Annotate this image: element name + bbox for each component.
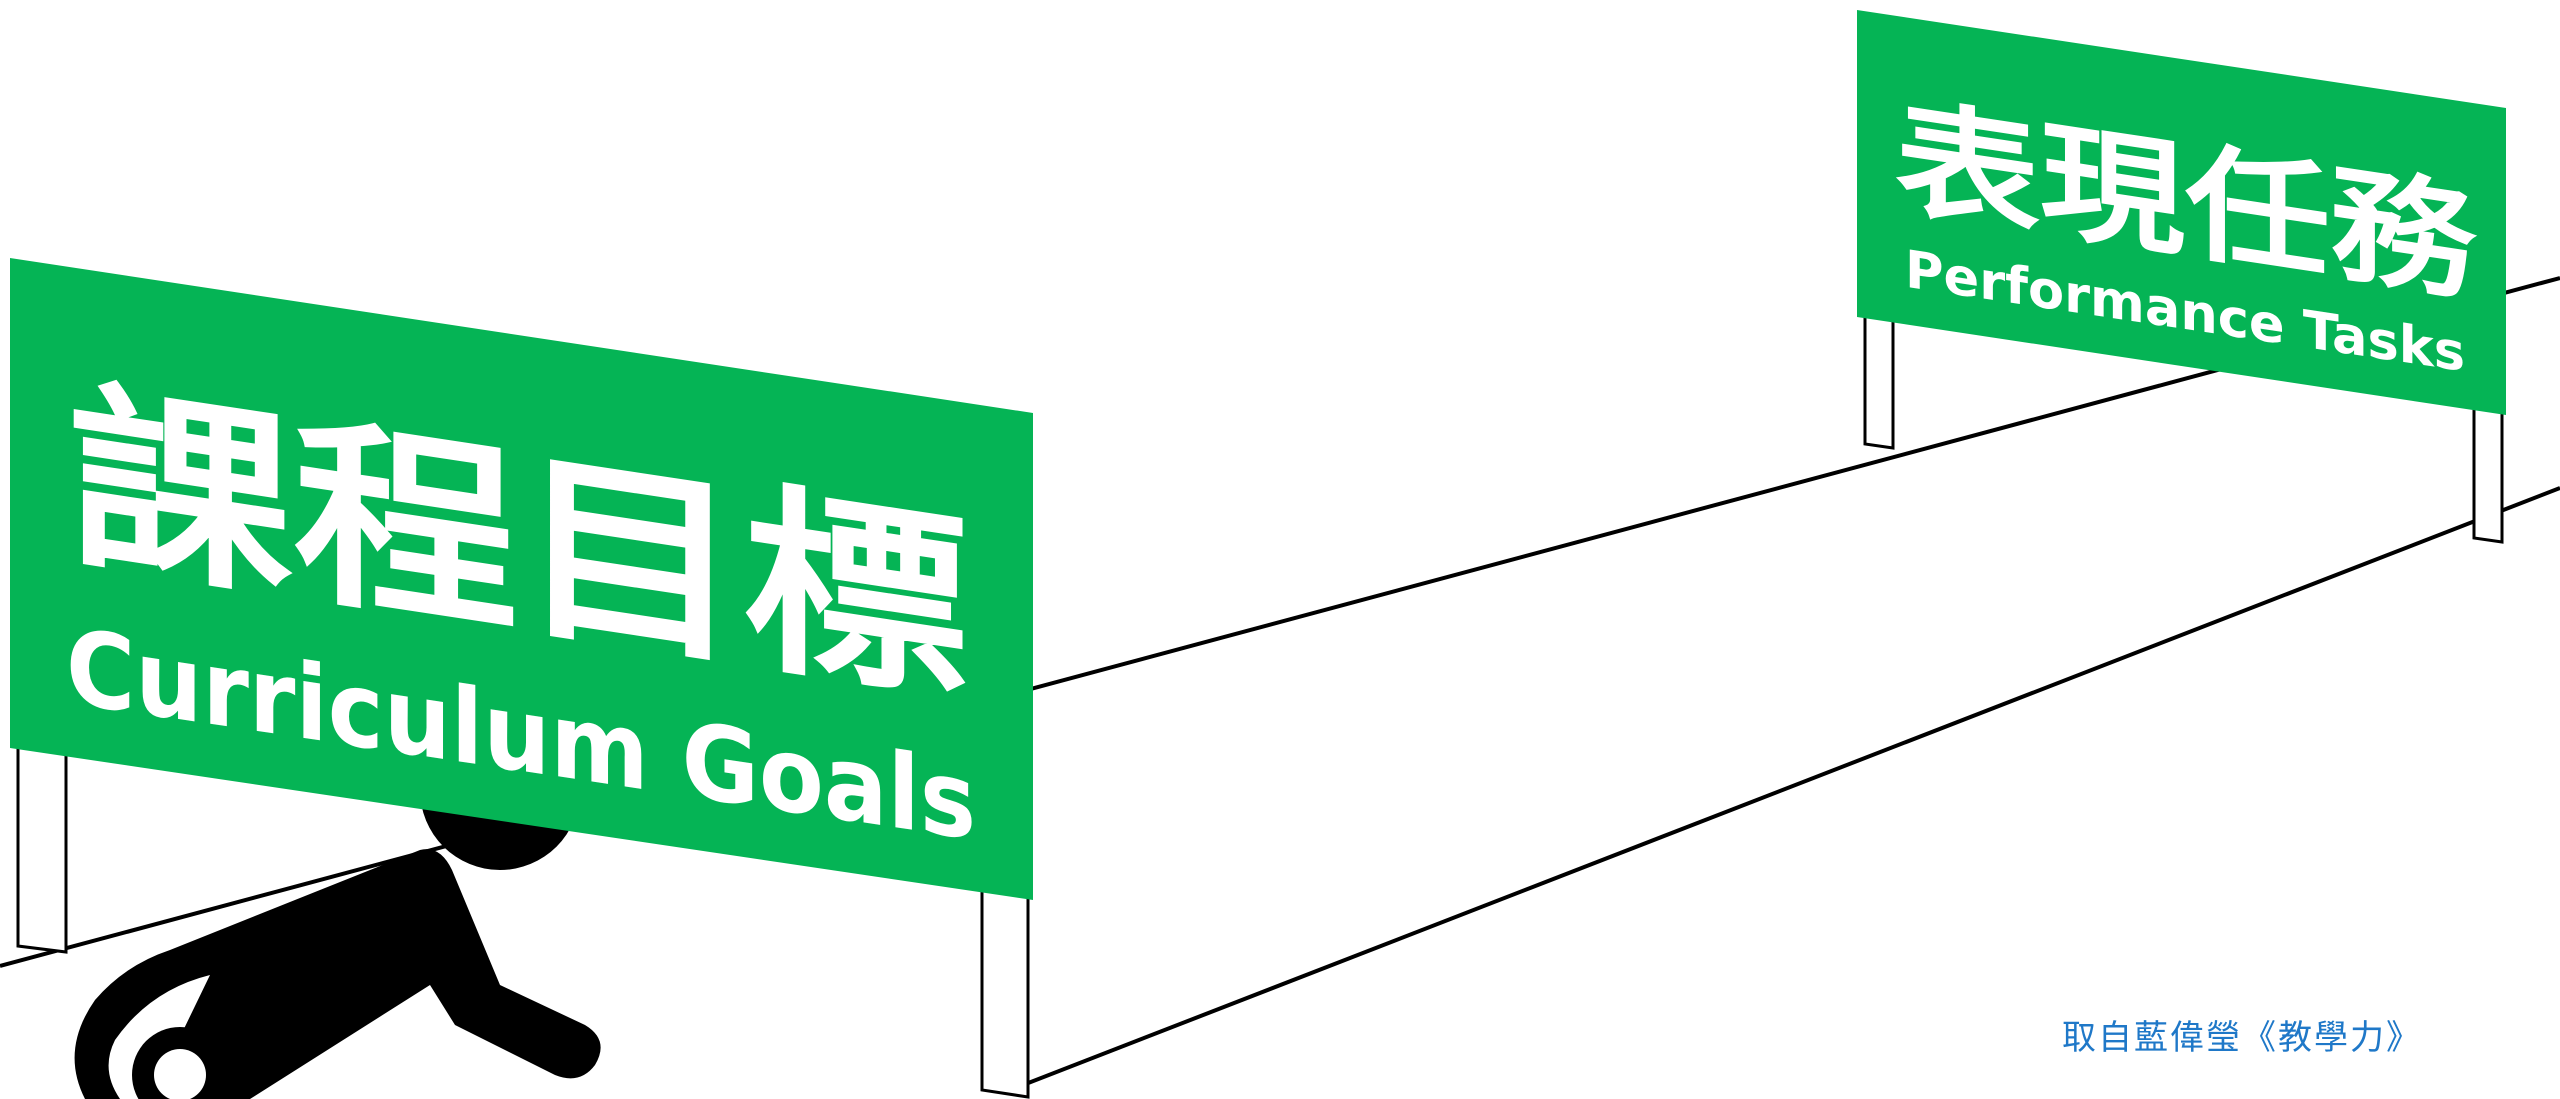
track-line-lower [1005,488,2560,1092]
credit-caption: 取自藍偉瑩《教學力》 [2062,1010,2422,1059]
performance-post-right [2474,400,2502,542]
curriculum-post-right [982,890,1028,1097]
person-knee-hollow [154,1049,206,1099]
curriculum-goals-sign: 課程目標 Curriculum Goals [10,258,1033,900]
curriculum-post-left [18,745,66,952]
performance-post-left [1865,300,1893,448]
performance-tasks-sign: 表現任務 Performance Tasks [1857,10,2506,415]
